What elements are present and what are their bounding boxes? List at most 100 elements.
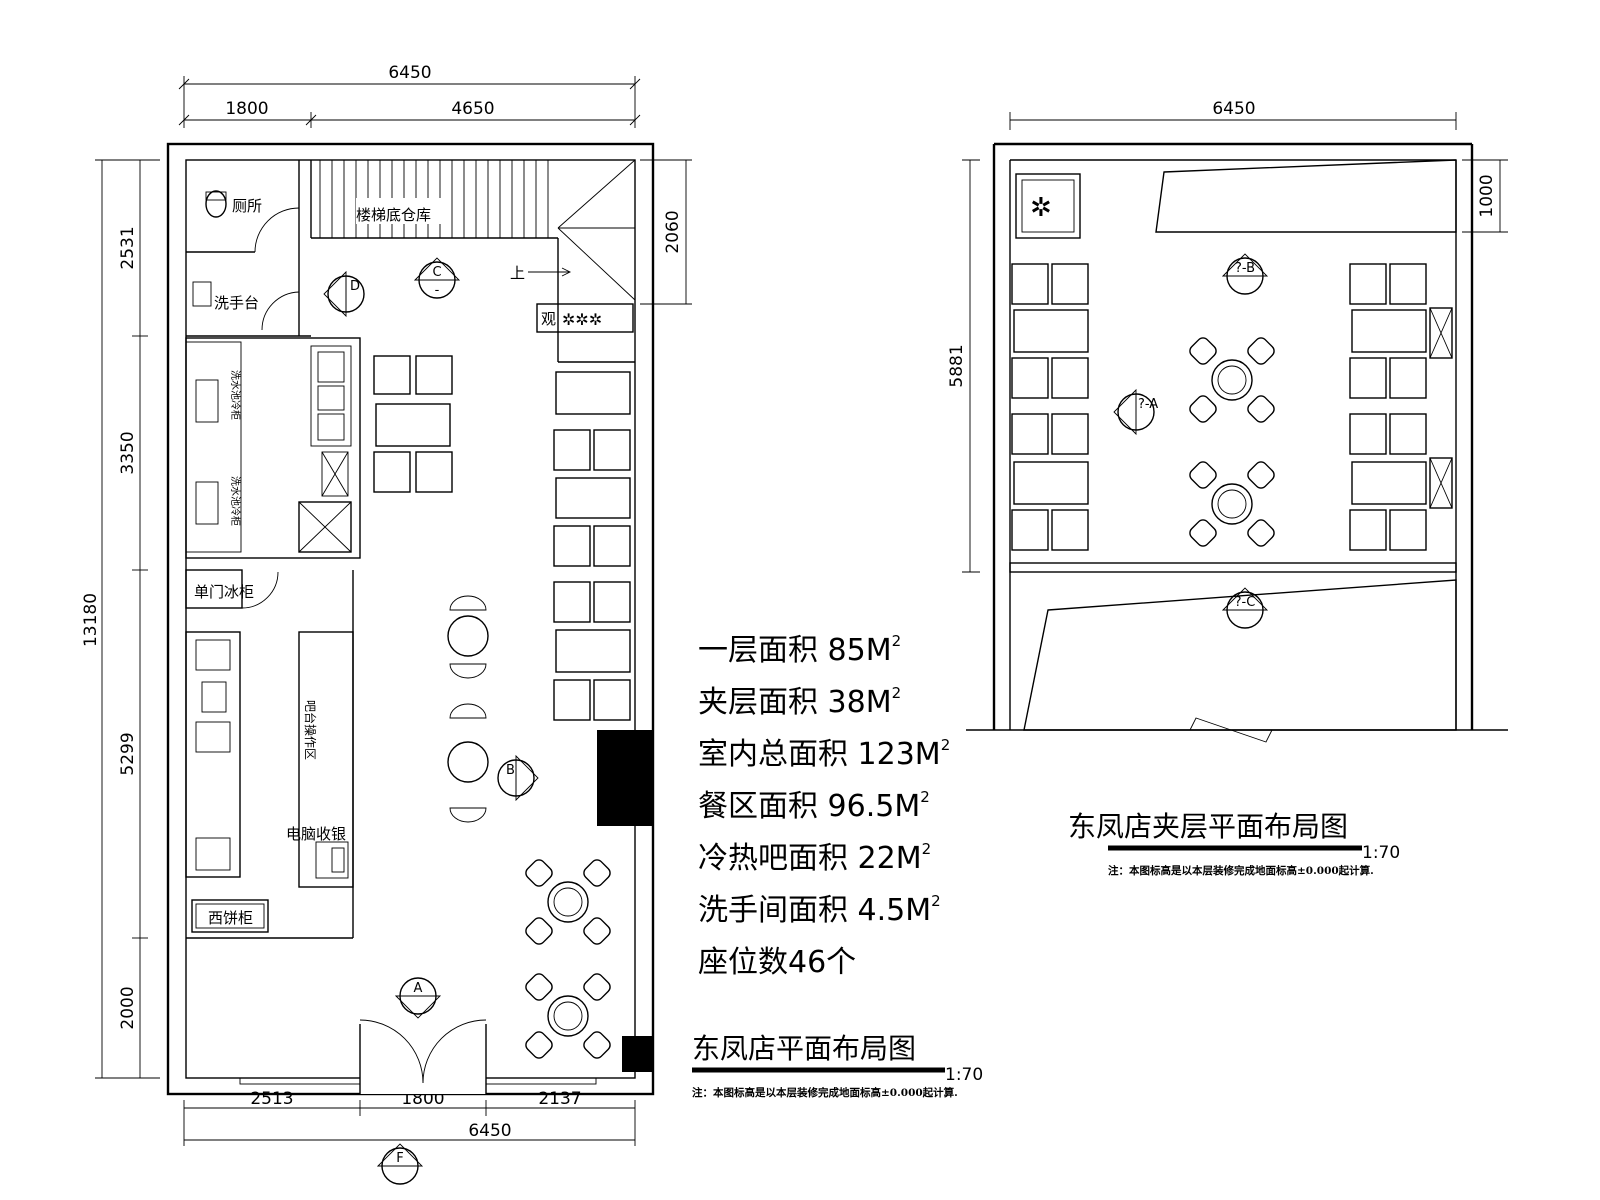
dim-bottom-1: 2513 <box>250 1089 293 1109</box>
door-right <box>422 1019 487 1084</box>
right-dimension: 2060 <box>640 159 692 305</box>
mezz-marker-a-label: ?-A <box>1138 397 1158 412</box>
outer-wall <box>166 142 655 1096</box>
marker-f: F <box>376 1143 424 1185</box>
stat-7: 座位数46个 <box>698 945 856 980</box>
label-view: 观 <box>541 310 556 328</box>
window-left <box>239 1077 361 1085</box>
marker-f-label: F <box>396 1151 403 1166</box>
label-wash-basin: 洗手台 <box>214 294 259 312</box>
cake-cabinet <box>191 899 269 933</box>
mezz-rail <box>1009 562 1457 573</box>
mezz-round-table-1 <box>1189 337 1275 423</box>
toilet-icon <box>205 190 227 218</box>
svg-text:-: - <box>435 283 440 298</box>
bottom-dimensions: 2513 1800 2137 6450 <box>183 1089 636 1146</box>
bar-kitchen-area: 洗水池冷柜 洗水池冷柜 <box>185 337 361 559</box>
mezz-planter <box>1015 173 1081 239</box>
label-sink: 洗水池冷柜 <box>229 370 242 420</box>
stat-1: 一层面积 85M2 <box>698 632 901 668</box>
dark-panel-2 <box>622 1036 653 1072</box>
label-cashier: 电脑收银 <box>286 825 346 843</box>
marker-a: A <box>394 977 442 1019</box>
mezz-marker-b-label: ?-B <box>1235 261 1255 276</box>
marker-b-label: B <box>506 763 515 778</box>
ground-floor-title: 东凤店平面布局图 <box>692 1032 916 1065</box>
ground-floor-note: 注：本图标高是以本层装修完成地面标高±0.000起计算. <box>692 1086 958 1099</box>
mezzanine-note: 注：本图标高是以本层装修完成地面标高±0.000起计算. <box>1108 864 1374 877</box>
mezz-marker-c-label: ?-C <box>1235 595 1256 610</box>
coffee-machine <box>310 345 352 447</box>
label-up: 上 <box>510 264 525 282</box>
mezz-void-bottom <box>1023 579 1457 731</box>
marker-b: B <box>497 754 539 802</box>
mezz-void-top <box>1155 159 1457 233</box>
dim-left-1: 2531 <box>118 226 138 269</box>
sink-icon <box>195 379 219 423</box>
basin-b <box>195 721 231 753</box>
mezz-left-booths <box>1011 263 1089 551</box>
dim-top-total: 6450 <box>388 63 431 83</box>
dim-bottom-total: 6450 <box>468 1121 511 1141</box>
top-dimensions: 6450 1800 4650 <box>178 63 641 128</box>
marker-d: D <box>323 270 365 318</box>
dim-left-2: 3350 <box>118 431 138 474</box>
dim-top-left: 1800 <box>225 99 268 119</box>
window-right <box>485 1077 597 1085</box>
dim-top-right: 4650 <box>451 99 494 119</box>
stat-5: 冷热吧面积 22M2 <box>698 840 931 876</box>
cashier-register <box>315 841 349 879</box>
dim-left-4: 2000 <box>118 986 138 1029</box>
marker-c: C - <box>413 257 461 299</box>
label-sink-2: 洗水池冷柜 <box>229 476 242 526</box>
area-stats: 一层面积 85M2 夹层面积 38M2 室内总面积 123M2 餐区面积 96.… <box>698 632 950 980</box>
toilet-area: 厕所 洗手台 <box>186 160 311 337</box>
dim-left-3: 5299 <box>118 732 138 775</box>
round-table-1 <box>525 859 611 945</box>
round-table-2 <box>525 973 611 1059</box>
ground-floor-scale: 1:70 <box>945 1065 983 1085</box>
plant-icon: ✲✲✲ <box>562 310 602 329</box>
mezz-marker-b: ?-B <box>1221 253 1269 295</box>
lower-counter: 吧台操作区 电脑收银 西饼柜 <box>185 570 354 939</box>
dim-left-total: 13180 <box>81 593 101 647</box>
basin-icon <box>192 281 212 307</box>
mezz-dim-left: 5881 <box>947 344 967 387</box>
dim-right-stair: 2060 <box>663 210 683 253</box>
stat-6: 洗手间面积 4.5M2 <box>698 892 941 928</box>
booth-column <box>553 371 631 721</box>
label-stair-storage: 楼梯底仓库 <box>356 206 431 224</box>
marker-c-label: C <box>432 265 441 280</box>
table-group-1 <box>373 355 453 493</box>
door-left <box>359 1019 424 1084</box>
bar-stools <box>447 595 489 823</box>
label-bar-counter: 吧台操作区 <box>303 700 318 760</box>
stair-storage: 楼梯底仓库 上 观 ✲✲✲ <box>310 159 636 363</box>
sink-icon-2 <box>195 481 219 525</box>
label-cake-cabinet: 西饼柜 <box>208 909 253 927</box>
oven <box>298 501 352 553</box>
marker-d-label: D <box>350 279 360 294</box>
dark-panel <box>597 730 653 826</box>
stat-3: 室内总面积 123M2 <box>698 736 950 772</box>
mezzanine-scale: 1:70 <box>1362 843 1400 863</box>
basin-c <box>195 837 231 871</box>
stat-2: 夹层面积 38M2 <box>698 684 901 720</box>
stat-4: 餐区面积 96.5M2 <box>698 788 930 824</box>
mezz-dim-top: 6450 <box>1212 99 1255 119</box>
label-fridge: 单门冰柜 <box>194 583 254 601</box>
mezz-right-booths <box>1349 263 1453 551</box>
label-toilet: 厕所 <box>232 197 262 215</box>
dim-bottom-3: 2137 <box>538 1089 581 1109</box>
ground-floor-plan: 6450 1800 4650 2531 3350 5299 2000 13180… <box>81 63 983 1185</box>
basin-a <box>195 639 231 671</box>
plant-icon-mezz: ✲ <box>1030 193 1052 223</box>
planter-box <box>536 303 634 333</box>
entrance <box>239 1019 597 1094</box>
mezzanine-plan: 6450 5881 1000 ✲ <box>947 99 1508 877</box>
mezz-dim-right: 1000 <box>1477 174 1497 217</box>
mezz-marker-a: ?-A <box>1113 388 1158 436</box>
mezz-marker-c: ?-C <box>1221 587 1269 629</box>
mezz-round-table-2 <box>1189 461 1275 547</box>
